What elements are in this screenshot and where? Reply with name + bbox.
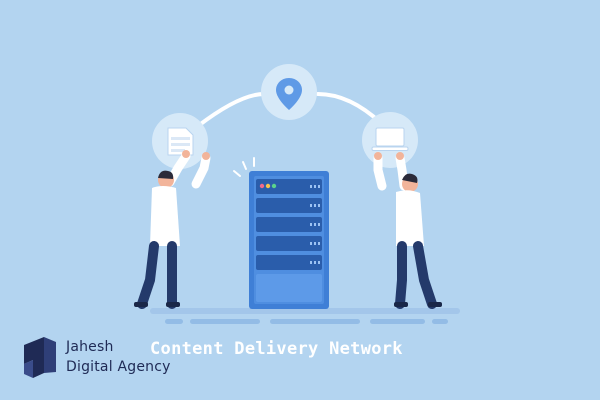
document-node (152, 113, 208, 169)
page-headline: Content Delivery Network (150, 339, 403, 359)
vent-dots (310, 185, 320, 264)
floor-shadow (150, 308, 460, 324)
brand-name-line1: Jahesh (66, 339, 114, 355)
brand-name-line2: Digital Agency (66, 359, 171, 375)
signal-lines (233, 157, 255, 177)
person-right (373, 152, 442, 309)
laptop-node (362, 112, 418, 168)
location-pin-icon (276, 78, 302, 110)
laptop-icon (371, 127, 409, 151)
status-leds (259, 183, 277, 189)
server-units (256, 179, 322, 270)
document-icon (167, 127, 194, 156)
server-rack-icon (249, 171, 329, 309)
jahesh-logo (24, 337, 56, 378)
person-left (134, 150, 211, 309)
location-node (261, 64, 317, 120)
